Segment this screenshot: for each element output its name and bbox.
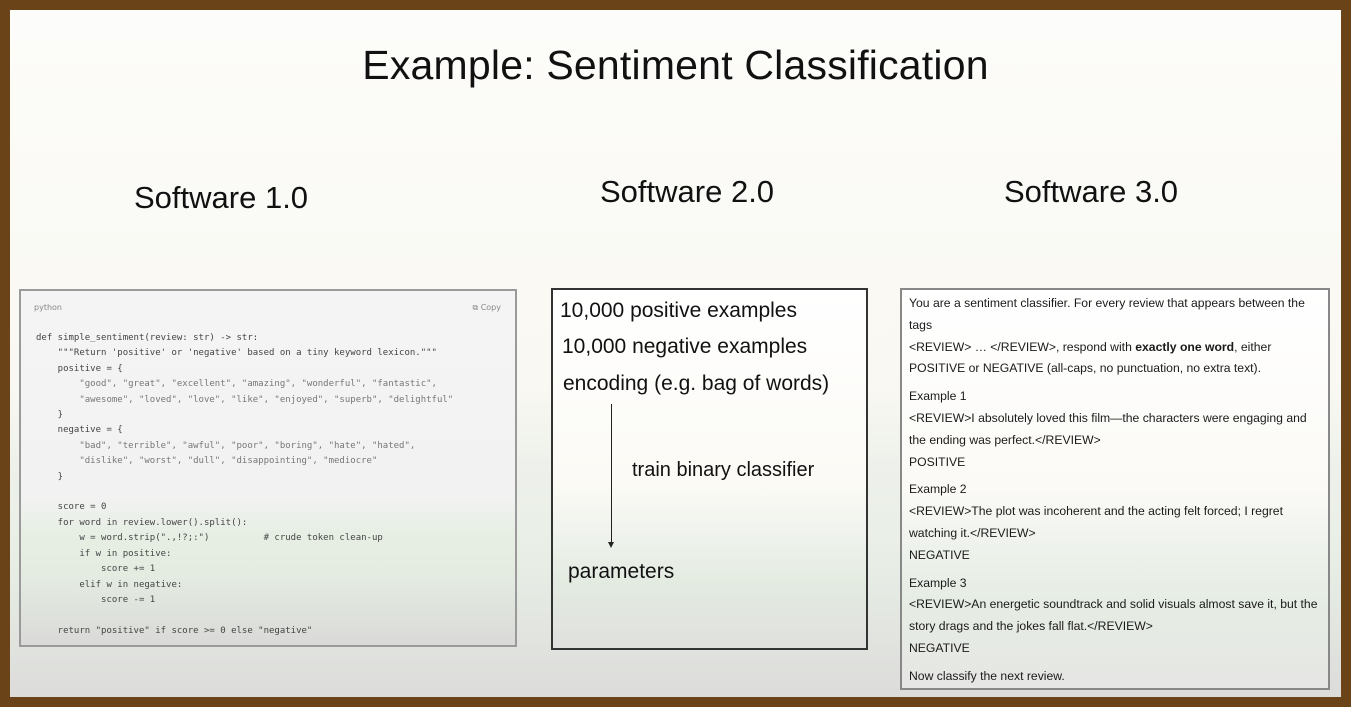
emphasis-text: exactly one word — [1135, 339, 1235, 354]
software-2-panel: 10,000 positive examples 10,000 negative… — [551, 288, 868, 650]
code-line: "awesome", "loved", "love", "like", "enj… — [36, 394, 454, 405]
example-label: NEGATIVE — [909, 547, 970, 562]
slide: Example: Sentiment Classification Softwa… — [10, 10, 1341, 697]
software-3-prompt-panel: You are a sentiment classifier. For ever… — [900, 288, 1330, 690]
prompt-intro: You are a sentiment classifier. For ever… — [909, 296, 1305, 332]
prompt-constraint: POSITIVE or NEGATIVE (all-caps, no punct… — [909, 361, 1262, 376]
slide-title: Example: Sentiment Classification — [362, 42, 989, 88]
positive-examples-text: 10,000 positive examples — [560, 299, 797, 322]
code-line: "good", "great", "excellent", "amazing",… — [36, 379, 437, 390]
example-label: NEGATIVE — [909, 640, 970, 655]
code-line: """Return 'positive' or 'negative' based… — [36, 348, 437, 359]
parameters-text: parameters — [568, 560, 675, 583]
prompt-closing: Now classify the next review. — [909, 668, 1065, 683]
example-heading: Example 2 — [909, 482, 967, 497]
example-review: <REVIEW>I absolutely loved this film—the… — [909, 410, 1307, 447]
copy-label: Copy — [480, 303, 501, 312]
code-line: "bad", "terrible", "awful", "poor", "bor… — [36, 440, 416, 451]
copy-button[interactable]: ⧉ Copy — [472, 303, 501, 312]
code-line: return "positive" if score >= 0 else "ne… — [36, 625, 313, 636]
code-line: positive = { — [36, 363, 123, 374]
code-line: score = 0 — [36, 502, 107, 513]
code-panel: python ⧉ Copy def simple_sentiment(revie… — [19, 289, 517, 647]
code-line: } — [36, 471, 64, 482]
train-classifier-label: train binary classifier — [632, 459, 815, 481]
negative-examples-text: 10,000 negative examples — [562, 335, 808, 358]
code-line: for word in review.lower().split(): — [36, 517, 248, 528]
code-line: w = word.strip(".,!?;:") # crude token c… — [36, 533, 383, 544]
software-2-heading: Software 2.0 — [600, 174, 775, 209]
code-line: if w in positive: — [36, 548, 172, 559]
code-line: score += 1 — [36, 564, 156, 575]
down-arrow-icon — [608, 542, 614, 548]
code-line: score -= 1 — [36, 594, 156, 605]
code-block: def simple_sentiment(review: str) -> str… — [36, 331, 453, 639]
code-line: } — [36, 410, 64, 421]
down-arrow-shaft — [611, 404, 612, 544]
prompt-instruction: <REVIEW> … </REVIEW>, respond with exact… — [909, 339, 1272, 354]
software-3-heading: Software 3.0 — [1004, 174, 1179, 209]
code-line: def simple_sentiment(review: str) -> str… — [36, 333, 259, 343]
code-language-label: python — [34, 303, 62, 312]
software-1-heading: Software 1.0 — [134, 180, 309, 215]
example-review: <REVIEW>An energetic soundtrack and soli… — [909, 597, 1318, 634]
example-heading: Example 1 — [909, 389, 967, 404]
encoding-text: encoding (e.g. bag of words) — [563, 372, 830, 395]
example-review: <REVIEW>The plot was incoherent and the … — [909, 504, 1283, 540]
code-line: elif w in negative: — [36, 579, 183, 590]
code-line: negative = { — [36, 425, 123, 436]
example-label: POSITIVE — [909, 454, 966, 469]
example-heading: Example 3 — [909, 575, 967, 590]
code-line: "dislike", "worst", "dull", "disappointi… — [36, 456, 378, 467]
